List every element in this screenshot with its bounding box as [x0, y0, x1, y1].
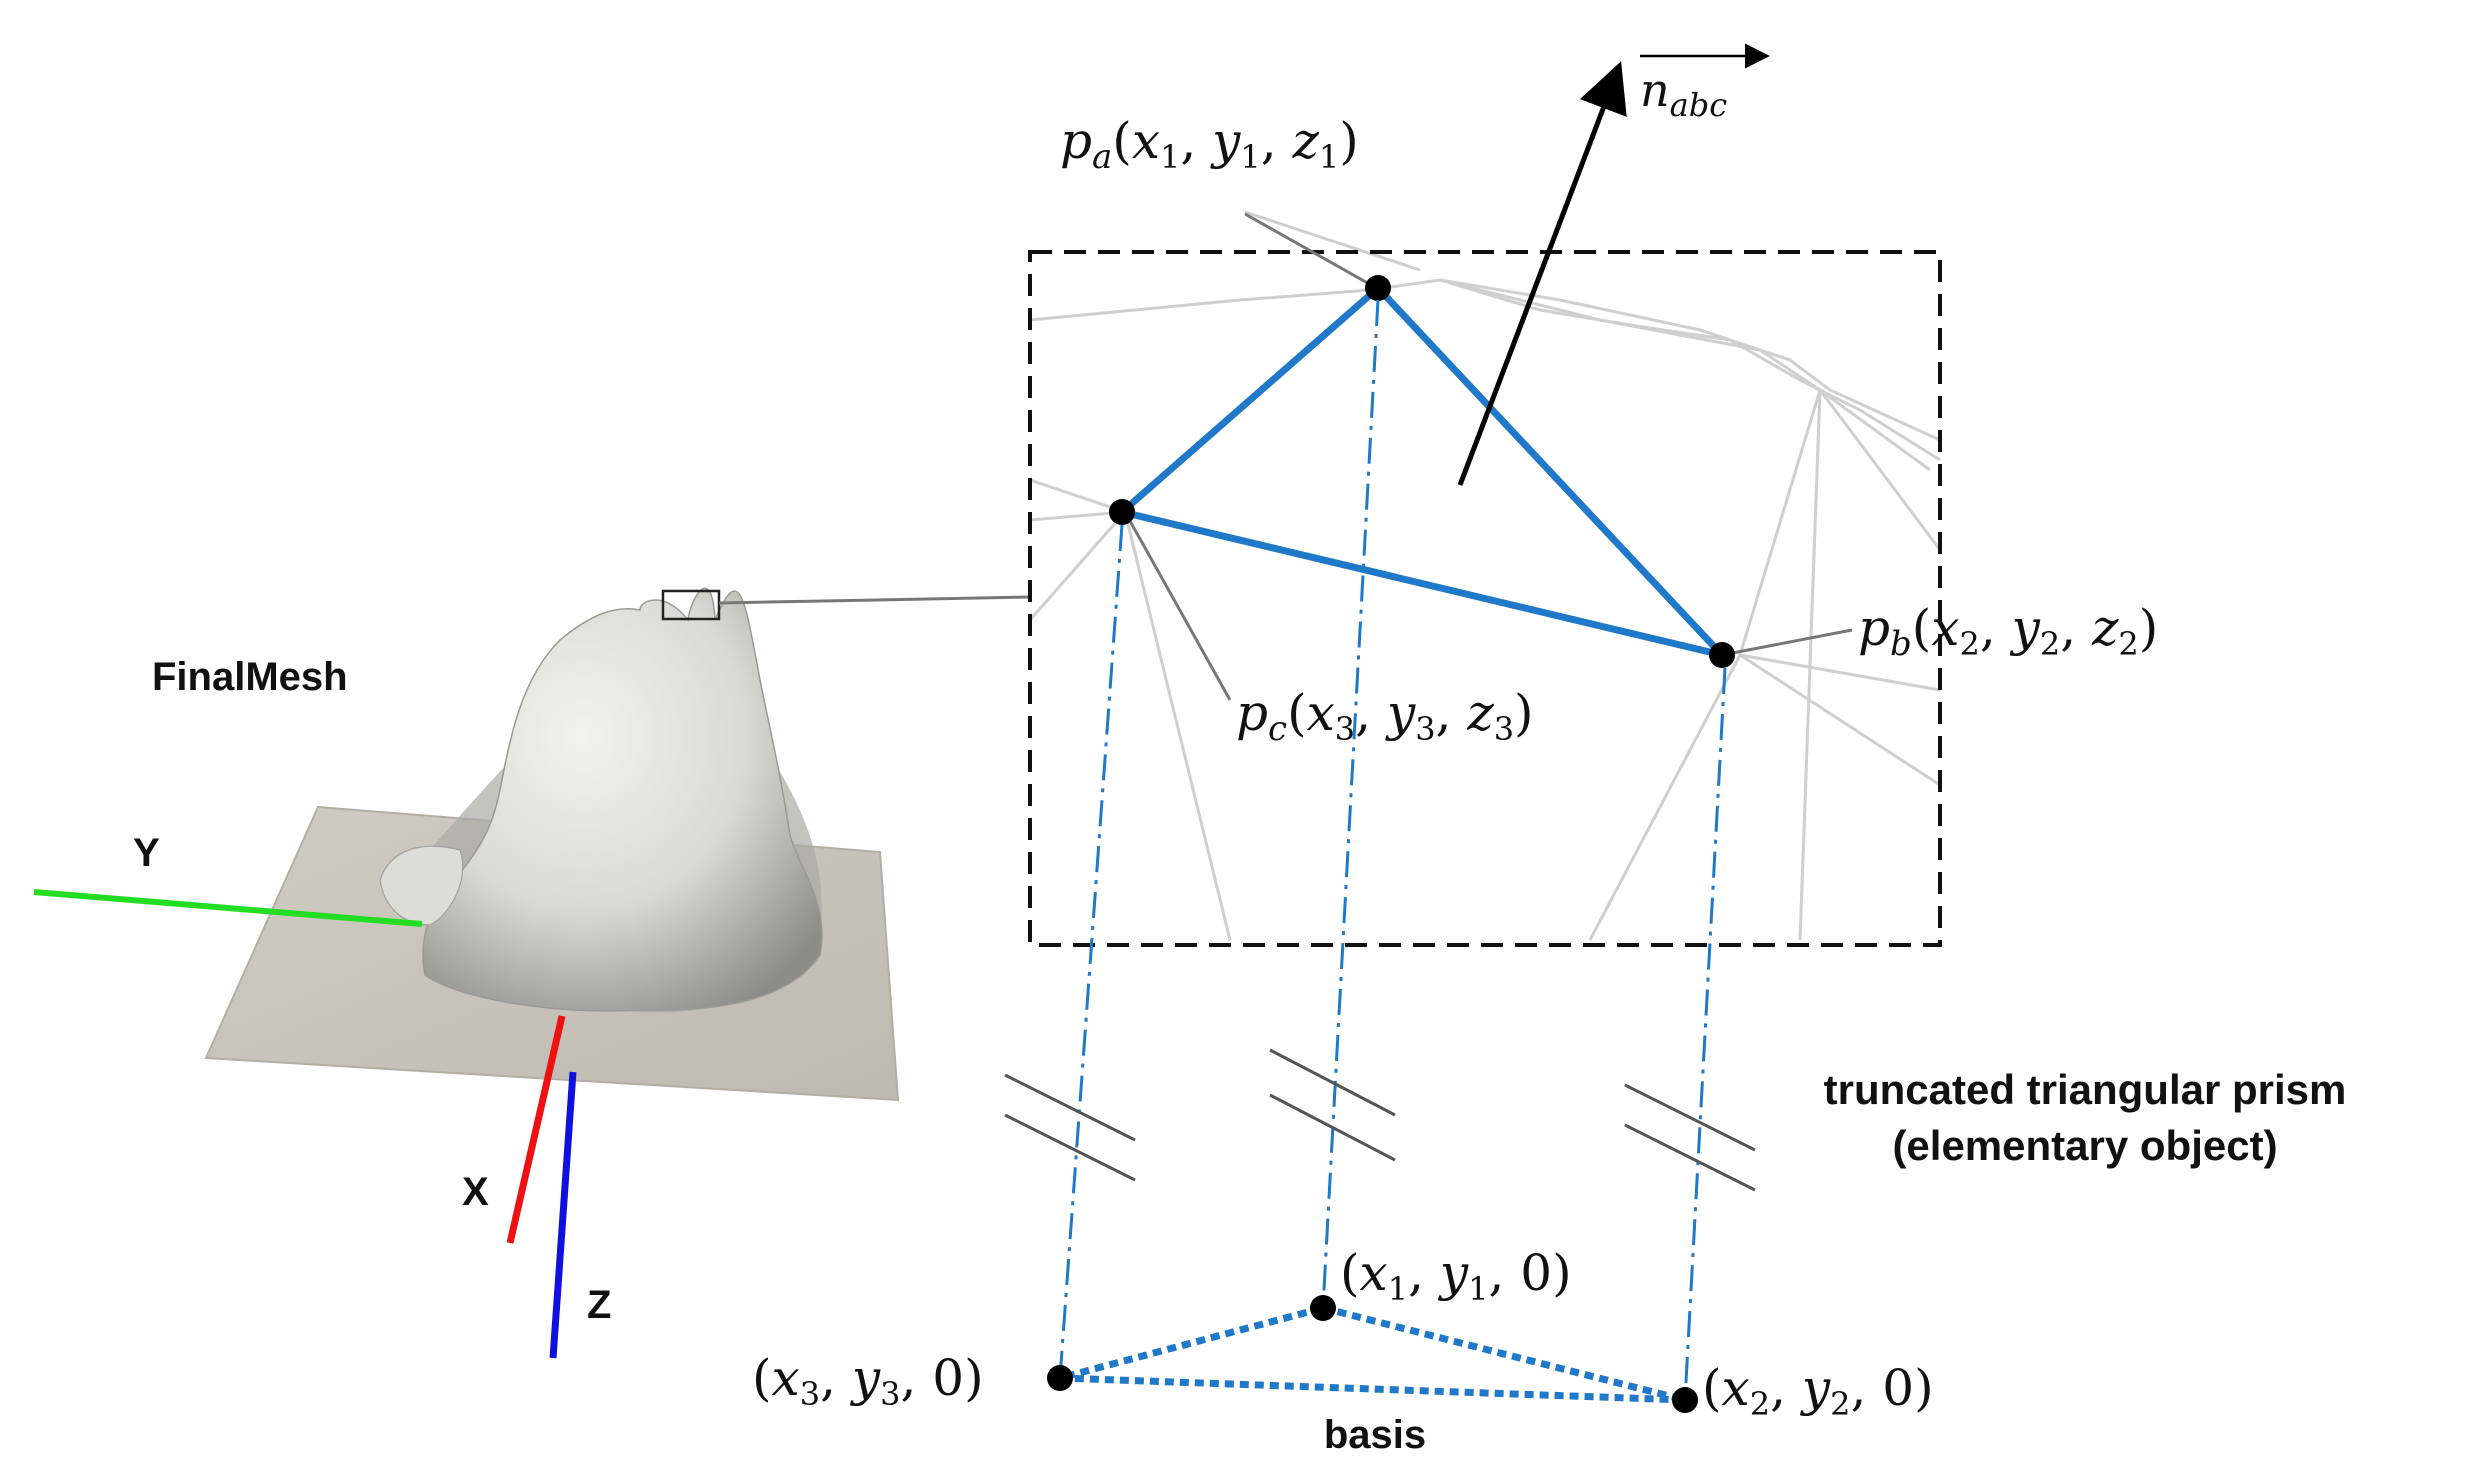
normal-label-sub: abc [1670, 86, 1728, 124]
basis-point-1 [1310, 1295, 1336, 1321]
label-basis-2: (x2, y2, 0) [1702, 1359, 1934, 1423]
projection-line-a [1321, 299, 1380, 1309]
background-mesh-lines [1028, 210, 1942, 941]
prism-label-line1: truncated triangular prism [1824, 1066, 2347, 1113]
z-axis-line [549, 1071, 577, 1359]
basis-point-3 [1047, 1365, 1073, 1391]
basis-point-2 [1672, 1387, 1698, 1413]
label-basis-1: (x1, y1, 0) [1340, 1244, 1572, 1308]
normal-label: nabc [1640, 43, 1770, 124]
basis-label: basis [1324, 1413, 1426, 1457]
basis-triangle [1059, 1304, 1686, 1404]
vertex-pa [1365, 275, 1391, 301]
prism-label-line2: (elementary object) [1892, 1122, 2277, 1169]
mesh-title: FinalMesh [152, 655, 348, 699]
y-axis-line [33, 889, 423, 927]
triangle-abc [1118, 284, 1726, 659]
pa-leader-line [1244, 212, 1381, 292]
projection-lines [1058, 299, 1727, 1401]
break-marks [1004, 1048, 1756, 1192]
projection-line-c [1058, 524, 1124, 1379]
mesh-selection-box [661, 589, 721, 621]
x-axis-line [506, 1015, 566, 1244]
svg-text:nabc: nabc [1640, 63, 1727, 124]
label-pa: pa(x1, y1, z1) [1060, 112, 1359, 177]
vertex-pc [1109, 499, 1135, 525]
zoom-leader-line [718, 595, 1031, 605]
zoom-detail [1028, 61, 1942, 947]
axis-x-label: X [462, 1170, 489, 1214]
zoom-box-border [1028, 250, 1942, 947]
normal-label-base: n [1640, 63, 1670, 117]
normal-vector-arrow [1457, 61, 1627, 486]
pb-leader-line [1721, 628, 1853, 657]
vertex-pb [1709, 642, 1735, 668]
pc-leader-line [1123, 511, 1232, 701]
projection-line-b [1683, 667, 1727, 1401]
mesh-dome-lobe [379, 845, 464, 926]
axis-y-label: Y [133, 831, 160, 875]
label-pc: pc(x3, y3, z3) [1236, 684, 1534, 749]
label-pb: pb(x2, y2, z2) [1858, 599, 2158, 664]
mesh-dome [422, 587, 823, 1012]
label-basis-3: (x3, y3, 0) [752, 1349, 984, 1413]
final-mesh-figure: FinalMesh Y X Z [33, 587, 1031, 1359]
axis-z-label: Z [587, 1283, 611, 1327]
